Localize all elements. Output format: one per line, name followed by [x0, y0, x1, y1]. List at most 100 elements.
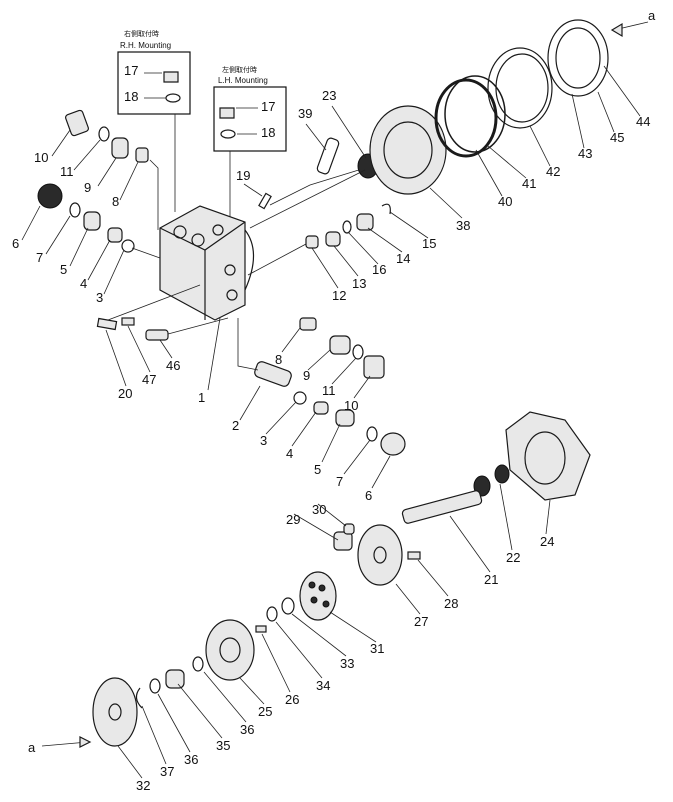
- ring-34: [266, 606, 278, 622]
- callout-6a: 6: [12, 236, 19, 251]
- callout-29: 29: [286, 512, 300, 527]
- washer-36a: [149, 678, 161, 694]
- inset-lh-title-en: L.H. Mounting: [218, 76, 268, 85]
- callout-21: 21: [484, 572, 498, 587]
- pin-19: [258, 192, 272, 210]
- poppet-12: [305, 235, 319, 249]
- poppet-8-lower: [299, 317, 317, 331]
- pin-26: [255, 625, 267, 633]
- inset-lh-item-17: 17: [261, 99, 275, 114]
- callout-47: 47: [142, 372, 156, 387]
- callout-22: 22: [506, 550, 520, 565]
- cylinder-block-25: [205, 619, 255, 681]
- inset-rh-mounting: 右側取付時 R.H. Mounting 17 18: [117, 29, 191, 115]
- callout-36b: 36: [240, 722, 254, 737]
- callout-41: 41: [522, 176, 536, 191]
- callout-32: 32: [136, 778, 150, 793]
- callout-34: 34: [316, 678, 330, 693]
- ring-33: [281, 597, 295, 615]
- callout-23: 23: [322, 88, 336, 103]
- callout-28: 28: [444, 596, 458, 611]
- output-group: [92, 411, 591, 747]
- plug-14: [356, 213, 374, 231]
- callout-9b: 9: [303, 368, 310, 383]
- spring-9-lower: [329, 335, 351, 355]
- ring-43: [547, 19, 609, 97]
- callout-19: 19: [236, 168, 250, 183]
- spring-35: [165, 669, 185, 689]
- callout-7b: 7: [336, 474, 343, 489]
- seal-housing-38: [369, 105, 447, 195]
- pin-20: [96, 317, 118, 331]
- callout-24: 24: [540, 534, 554, 549]
- inset-lh-title-cn: 左側取付時: [222, 65, 257, 74]
- callout-15: 15: [422, 236, 436, 251]
- arrow-a-upper: [610, 22, 623, 38]
- spring-5-upper: [83, 211, 101, 231]
- spring-4-upper: [107, 227, 123, 243]
- o-ring-11-upper: [98, 126, 110, 142]
- spool-2: [254, 361, 292, 387]
- pin-30: [343, 523, 355, 535]
- callout-16: 16: [372, 262, 386, 277]
- shaft-21: [401, 490, 483, 524]
- callout-35: 35: [216, 738, 230, 753]
- inset-rh-title-cn: 右側取付時: [124, 29, 159, 38]
- o-ring-16: [342, 220, 352, 234]
- spring-39: [316, 137, 340, 175]
- arrow-label-a-lower: a: [28, 740, 36, 755]
- callout-43: 43: [578, 146, 592, 161]
- ring-42: [487, 47, 553, 129]
- plug-6-lower: [380, 432, 406, 456]
- bolt-46: [145, 329, 169, 341]
- inset-lh-item-18: 18: [261, 125, 275, 140]
- callout-3b: 3: [260, 433, 267, 448]
- callout-30: 30: [312, 502, 326, 517]
- ring-stack-upper: [316, 19, 609, 195]
- valve-group-right-small: [305, 203, 391, 249]
- valve-group-lower-right: [254, 317, 406, 456]
- inset-rh-item-18: 18: [124, 89, 138, 104]
- callout-11b: 11: [322, 383, 336, 398]
- callout-8b: 8: [275, 352, 282, 367]
- callout-25: 25: [258, 704, 272, 719]
- callout-6b: 6: [365, 488, 372, 503]
- callout-4b: 4: [286, 446, 293, 461]
- inset-lh-mounting: 左側取付時 L.H. Mounting 17 18: [213, 65, 287, 152]
- flange-24: [505, 411, 591, 501]
- valve-group-upper-left: [37, 109, 149, 253]
- callout-40: 40: [498, 194, 512, 209]
- spring-13: [325, 231, 341, 247]
- plate-32: [92, 677, 138, 747]
- callout-44: 44: [636, 114, 650, 129]
- callout-46: 46: [166, 358, 180, 373]
- callout-10a: 10: [34, 150, 48, 165]
- o-ring-7-upper: [69, 202, 81, 218]
- motor-housing: [159, 205, 254, 321]
- callout-5b: 5: [314, 462, 321, 477]
- callout-37: 37: [160, 764, 174, 779]
- valve-3-lower: [293, 391, 307, 405]
- o-ring-40: [434, 78, 498, 158]
- arrow-a-lower: [79, 736, 92, 748]
- pin-28: [407, 551, 421, 560]
- o-ring-7-lower: [366, 426, 378, 442]
- plug-17-rh: [163, 71, 179, 83]
- callout-labels: 1 2 3 3 4 4 5 5 6 6 7 7 8 8 9 9 10 10 11…: [12, 88, 650, 793]
- o-ring-11-lower: [352, 344, 364, 360]
- inset-rh-item-17: 17: [124, 63, 138, 78]
- callout-36a: 36: [184, 752, 198, 767]
- callout-5a: 5: [60, 262, 67, 277]
- plug-10-lower: [363, 355, 385, 379]
- callout-4a: 4: [80, 276, 87, 291]
- snap-ring-37: [135, 687, 143, 709]
- spring-5-lower: [335, 409, 355, 427]
- callout-1: 1: [198, 390, 205, 405]
- callout-45: 45: [610, 130, 624, 145]
- inset-rh-box: [117, 51, 191, 115]
- callout-39: 39: [298, 106, 312, 121]
- callout-31: 31: [370, 641, 384, 656]
- callout-42: 42: [546, 164, 560, 179]
- plug-47: [121, 317, 135, 326]
- plug-10-upper: [65, 109, 89, 137]
